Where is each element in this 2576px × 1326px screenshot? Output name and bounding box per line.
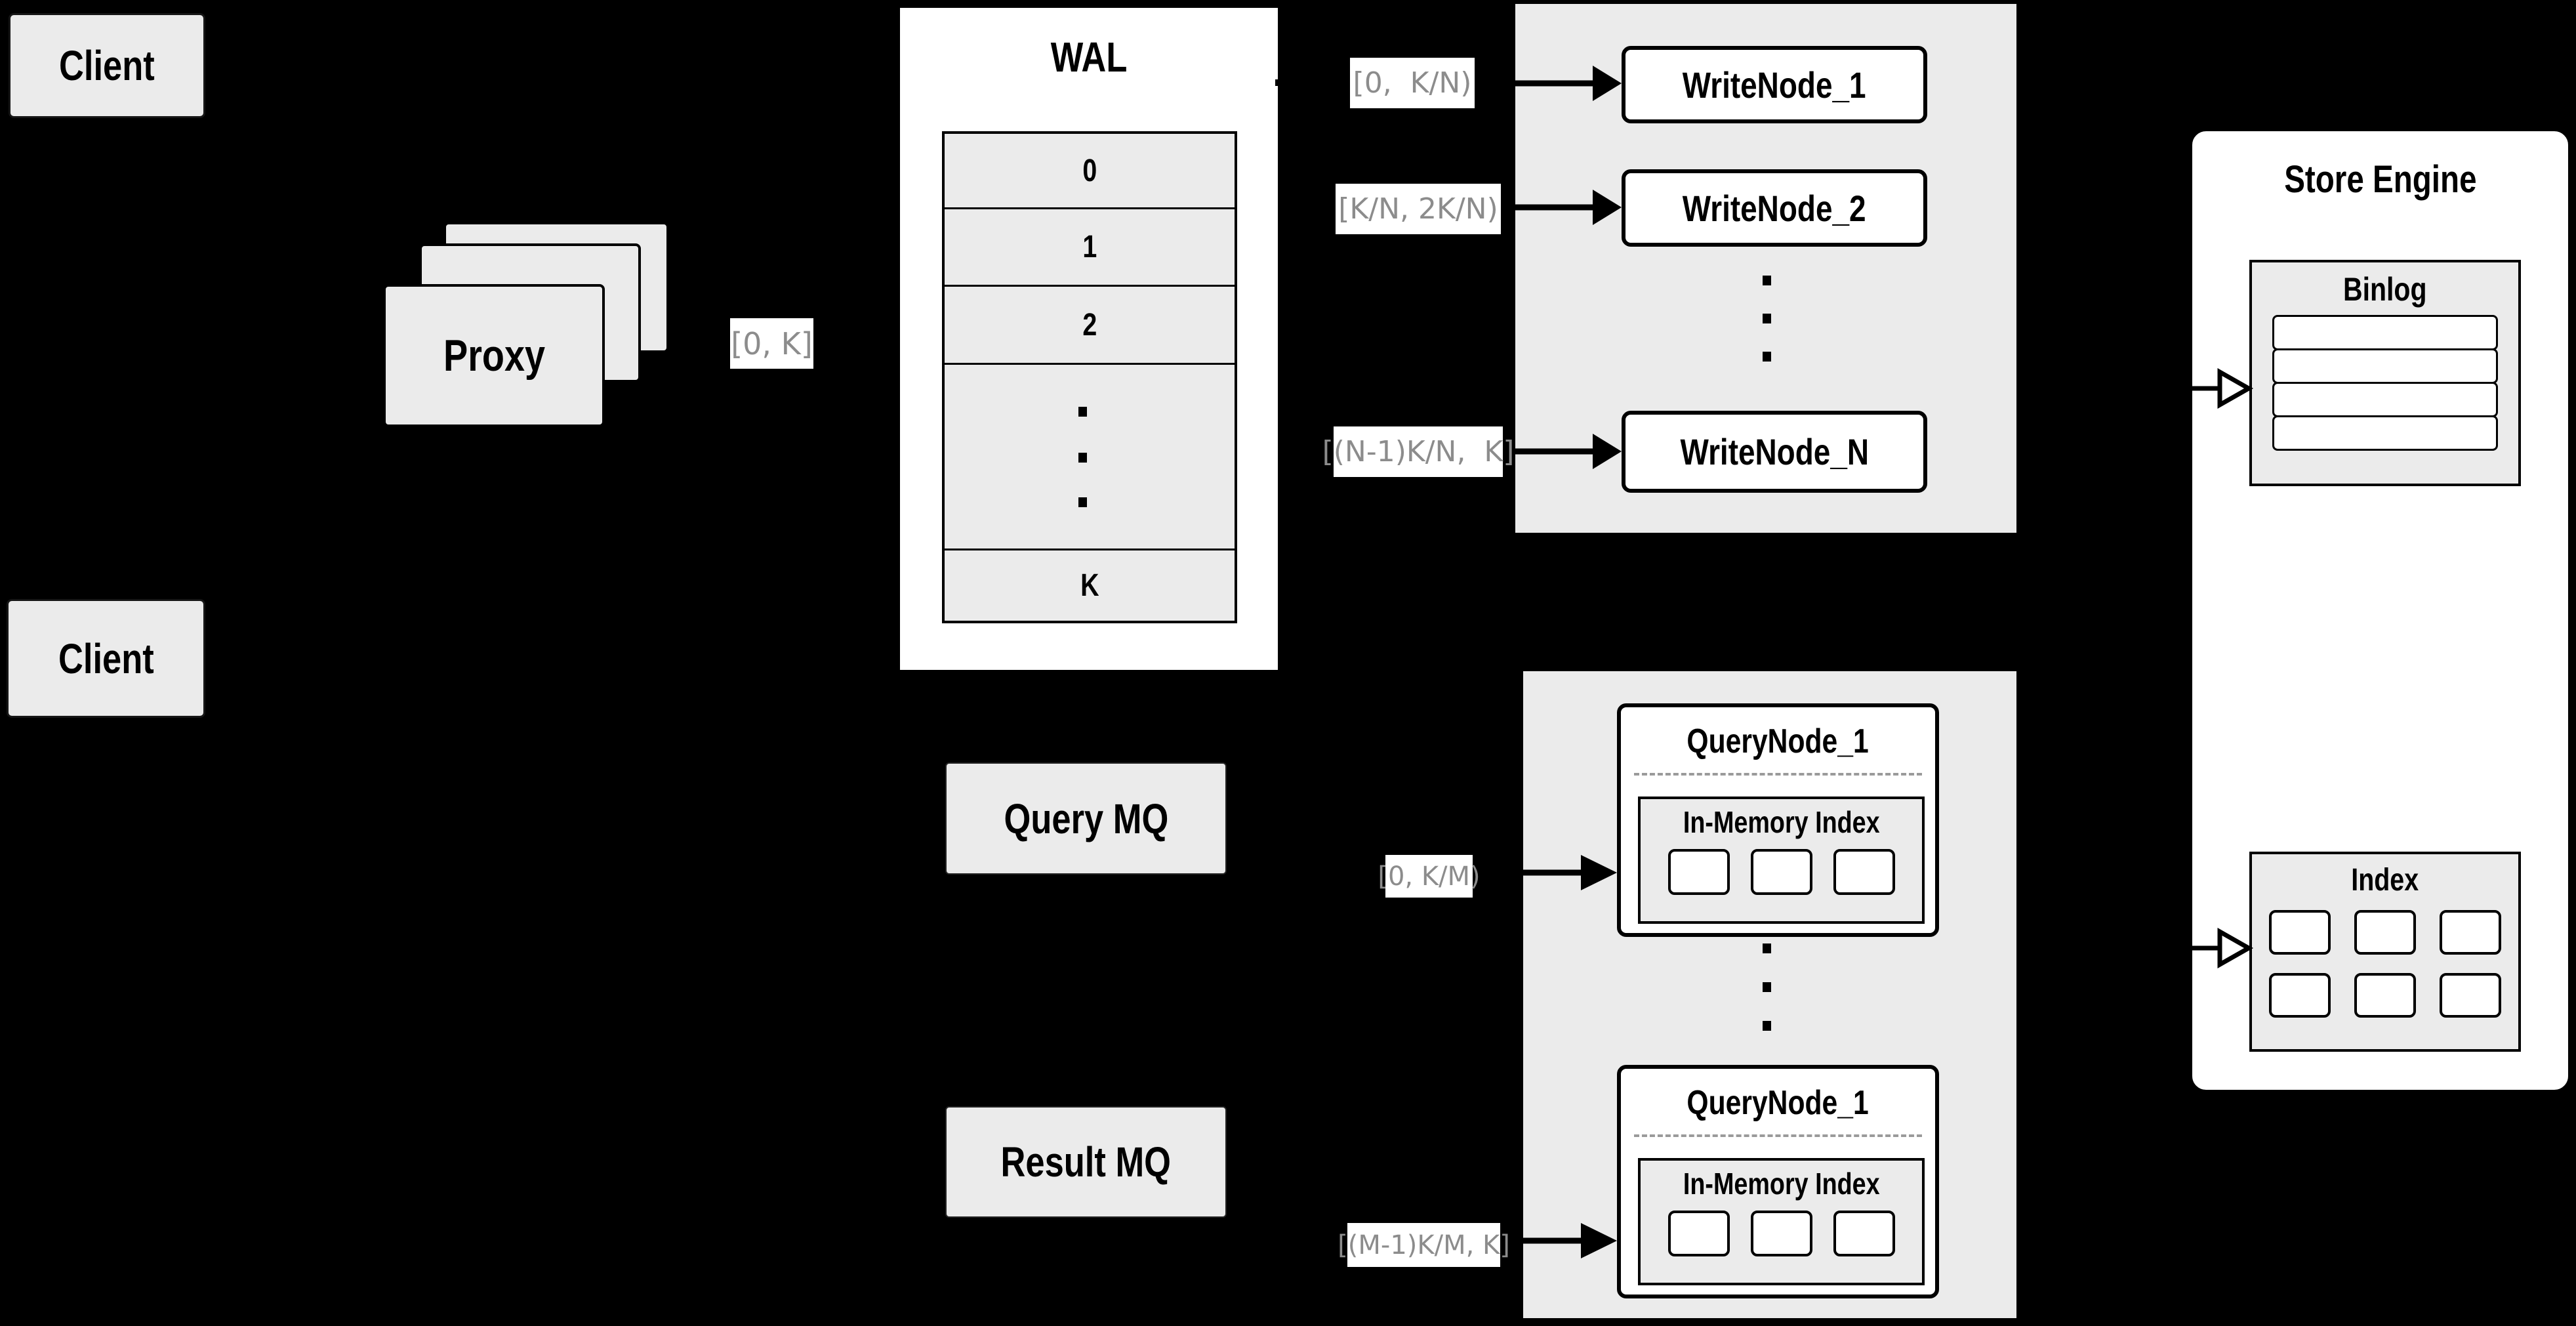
binlog-row	[2272, 348, 2498, 384]
binlog-row	[2272, 315, 2498, 350]
index-file-cell	[2440, 910, 2501, 955]
index-file-cell	[2354, 973, 2416, 1018]
wal-row-k-label: K	[1080, 568, 1099, 603]
index-file-cell	[2269, 910, 2331, 955]
wal-title: WAL	[1050, 33, 1128, 81]
wal-segment-table: 0 1 2 K	[942, 131, 1237, 623]
client-box-top: Client	[9, 13, 205, 118]
wal-row-2: 2	[945, 285, 1235, 363]
write-node-1-label: WriteNode_1	[1683, 64, 1866, 106]
store-engine-title: Store Engine	[2283, 158, 2477, 201]
index-file-cell	[2440, 973, 2501, 1018]
index-segment-cell	[1750, 849, 1812, 895]
query-mq-label: Query MQ	[1004, 795, 1168, 842]
dashed-separator	[1634, 773, 1922, 776]
client-top-label: Client	[59, 42, 155, 89]
query-node-top-label: QueryNode_1	[1687, 722, 1870, 760]
index-box: Index	[2249, 852, 2521, 1052]
index-file-cell	[2354, 910, 2416, 955]
write-node-1-box: WriteNode_1	[1622, 46, 1927, 123]
range-chip-client-to-wal: [0, K]	[730, 318, 813, 369]
binlog-title: Binlog	[2343, 271, 2427, 308]
write-node-2-box: WriteNode_2	[1622, 169, 1927, 247]
wal-row-0: 0	[945, 134, 1235, 208]
range-chip-wal-to-write-n: [(N-1)K/N, K]	[1322, 426, 1514, 477]
write-node-2-label: WriteNode_2	[1683, 187, 1866, 229]
query-node-bottom-box: QueryNode_1 In-Memory Index	[1617, 1065, 1939, 1298]
range-chip-query-to-node-top: [0, K/M)	[1378, 855, 1481, 898]
range-chip-wal-to-write-1: [0, K/N)	[1350, 58, 1475, 108]
wal-row-k: K	[945, 548, 1235, 621]
query-node-top-box: QueryNode_1 In-Memory Index	[1617, 703, 1939, 937]
binlog-box: Binlog	[2249, 260, 2521, 486]
proxy-label: Proxy	[443, 331, 545, 381]
index-file-cell	[2269, 973, 2331, 1018]
index-segment-cell	[1750, 1211, 1812, 1256]
in-memory-index-box-top: In-Memory Index	[1638, 797, 1925, 924]
client-box-bottom: Client	[7, 599, 205, 718]
index-title: Index	[2351, 863, 2419, 898]
result-mq-box: Result MQ	[945, 1106, 1227, 1218]
range-chip-result-to-node-bottom: [(M-1)K/M, K]	[1338, 1223, 1510, 1267]
result-mq-label: Result MQ	[1000, 1138, 1172, 1186]
index-segment-cell	[1833, 1211, 1895, 1256]
wal-row-1: 1	[945, 207, 1235, 285]
dashed-separator	[1634, 1134, 1922, 1137]
proxy-card-front: Proxy	[383, 284, 605, 427]
write-node-n-box: WriteNode_N	[1622, 411, 1927, 493]
wal-row-2-label: 2	[1082, 307, 1097, 342]
index-segment-cell	[1833, 849, 1895, 895]
index-segment-cell	[1667, 849, 1730, 895]
wal-row-1-label: 1	[1082, 230, 1097, 265]
in-memory-index-top-label: In-Memory Index	[1683, 805, 1880, 839]
range-chip-wal-to-write-2: [K/N, 2K/N)	[1336, 184, 1501, 234]
query-node-bottom-label: QueryNode_1	[1687, 1084, 1870, 1122]
query-mq-box: Query MQ	[945, 762, 1227, 875]
write-node-n-label: WriteNode_N	[1680, 431, 1869, 472]
binlog-row	[2272, 382, 2498, 417]
client-bottom-label: Client	[58, 634, 154, 682]
binlog-row	[2272, 415, 2498, 451]
in-memory-index-bottom-label: In-Memory Index	[1683, 1167, 1880, 1201]
in-memory-index-box-bottom: In-Memory Index	[1638, 1158, 1925, 1285]
index-segment-cell	[1667, 1211, 1730, 1256]
wal-row-ellipsis	[945, 362, 1235, 549]
wal-row-0-label: 0	[1082, 153, 1097, 188]
